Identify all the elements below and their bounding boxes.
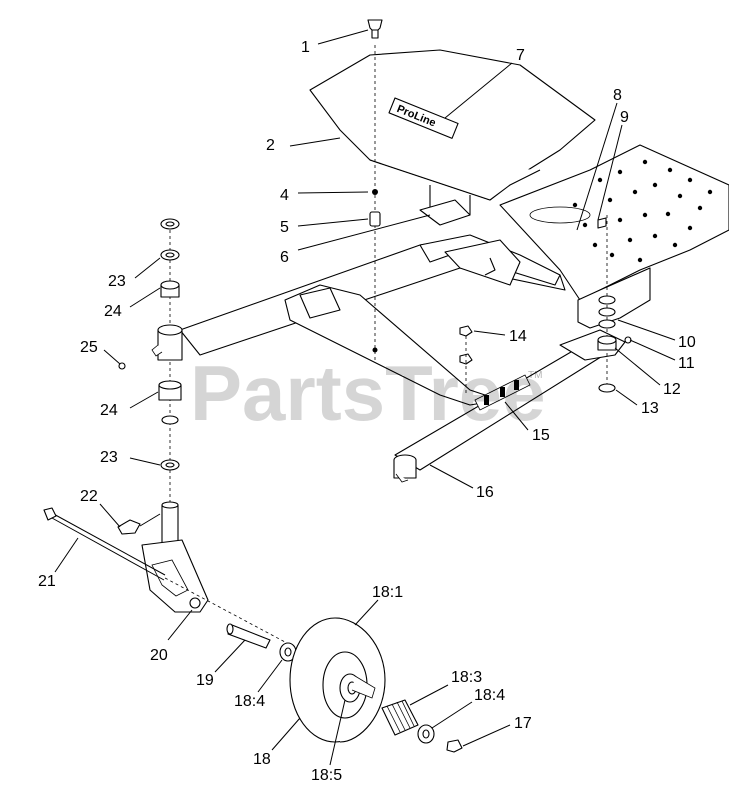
caster-fork: [117, 501, 209, 613]
bearing-left: [279, 642, 297, 662]
callout-24a: 24: [104, 303, 122, 320]
watermark: PartsTree TM: [190, 349, 546, 437]
left-spindle-stack: [118, 218, 183, 505]
callout-10: 10: [678, 334, 696, 351]
callout-14: 14: [509, 328, 527, 345]
callout-15: 15: [532, 427, 550, 444]
callout-12: 12: [663, 381, 681, 398]
callout-2: 2: [266, 137, 275, 154]
callout-1: 1: [301, 39, 310, 56]
deck-plate: ProLine: [309, 49, 596, 226]
callout-21: 21: [38, 573, 56, 590]
watermark-text: PartsTree: [190, 349, 546, 437]
decal-stripes: [474, 374, 531, 411]
callout-25: 25: [80, 339, 98, 356]
callout-9: 9: [620, 109, 629, 126]
roller-bearing: [381, 699, 419, 736]
axle-tube: [393, 329, 626, 483]
callout-6: 6: [280, 249, 289, 266]
right-pivot-hardware: [459, 215, 632, 395]
callout-5: 5: [280, 219, 289, 236]
callout-17: 17: [514, 715, 532, 732]
callout-18: 18: [253, 751, 271, 768]
leader-lines: [54, 29, 676, 766]
callout-7: 7: [516, 47, 525, 64]
callout-23a: 23: [108, 273, 126, 290]
callout-labels: 1 2 4 5 6 7 8 9 10 11 12 13 14 15 16 17 …: [38, 39, 696, 784]
spacer-tube: [226, 623, 271, 649]
axle-frame: [179, 234, 566, 406]
callout-4: 4: [280, 187, 289, 204]
callout-20: 20: [150, 647, 168, 664]
callout-19: 19: [196, 672, 214, 689]
callout-18-4b: 18:4: [474, 687, 505, 704]
callout-18-4a: 18:4: [234, 693, 265, 710]
callout-18-5: 18:5: [311, 767, 342, 784]
caster-wheel: [289, 617, 386, 743]
callout-23b: 23: [100, 449, 118, 466]
callout-16: 16: [476, 484, 494, 501]
callout-18-1: 18:1: [372, 584, 403, 601]
center-pin-stack: [367, 19, 383, 360]
axle-bolt: [43, 507, 301, 651]
callout-11: 11: [678, 355, 695, 372]
watermark-tm: TM: [528, 370, 542, 381]
bearing-right: [417, 724, 435, 744]
callout-22: 22: [80, 488, 98, 505]
callout-13: 13: [641, 400, 659, 417]
callout-8: 8: [613, 87, 622, 104]
lock-nut: [446, 739, 463, 753]
callout-24b: 24: [100, 402, 118, 419]
callout-18-3: 18:3: [451, 669, 482, 686]
